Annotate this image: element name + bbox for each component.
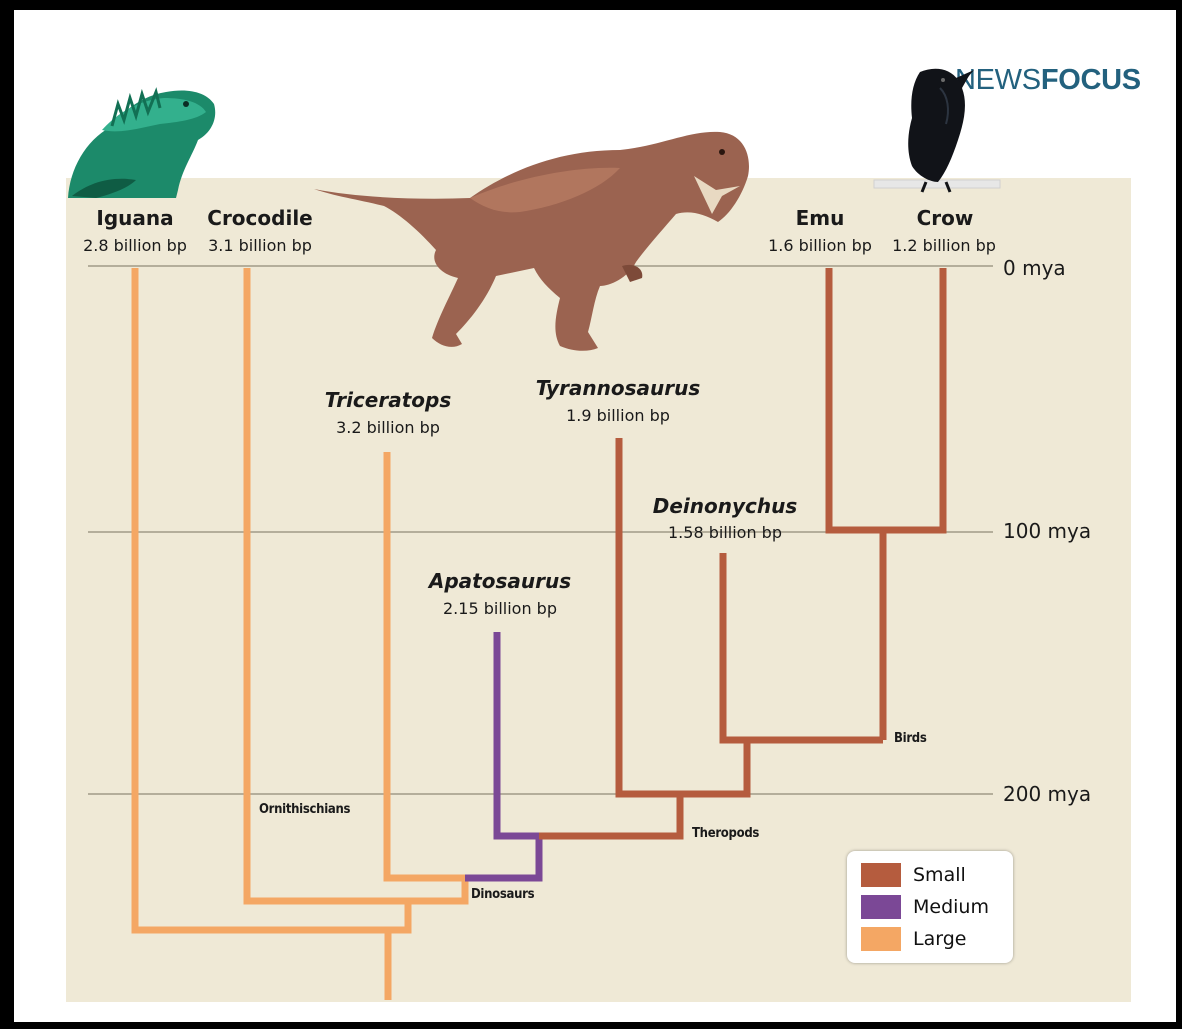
clade-theropods: Theropods: [692, 826, 759, 841]
taxon-genome-triceratops: 3.2 billion bp: [318, 418, 458, 437]
crow-illustration: [874, 69, 1000, 192]
legend-item-large: Large: [861, 927, 966, 951]
taxon-name-deinonychus: Deinonychus: [645, 494, 805, 518]
tyrannosaurus-illustration: [314, 132, 749, 351]
taxon-name-triceratops: Triceratops: [318, 388, 458, 412]
time-label-200: 200 mya: [1003, 782, 1091, 806]
taxon-name-apatosaurus: Apatosaurus: [420, 569, 580, 593]
small-branches: [539, 268, 943, 836]
branch-apatosaurus: [465, 632, 539, 878]
legend-swatch-large: [861, 927, 901, 951]
size-legend: Small Medium Large: [847, 851, 1013, 963]
iguana-illustration: [68, 91, 215, 199]
branch-emu-crow: [829, 268, 943, 530]
taxon-name-crow: Crow: [905, 206, 985, 230]
legend-swatch-small: [861, 863, 901, 887]
legend-item-medium: Medium: [861, 895, 989, 919]
time-label-0: 0 mya: [1003, 256, 1066, 280]
taxon-genome-crow: 1.2 billion bp: [880, 236, 1008, 255]
taxon-genome-tyrannosaurus: 1.9 billion bp: [543, 406, 693, 425]
taxon-genome-crocodile: 3.1 billion bp: [195, 236, 325, 255]
branch-triceratops: [387, 452, 465, 878]
clade-ornithischians: Ornithischians: [259, 802, 350, 817]
legend-item-small: Small: [861, 863, 966, 887]
clade-birds: Birds: [894, 731, 927, 746]
taxon-genome-iguana: 2.8 billion bp: [70, 236, 200, 255]
clade-dinosaurs: Dinosaurs: [471, 887, 534, 902]
branch-deinonychus: [723, 553, 883, 740]
legend-label-large: Large: [913, 928, 966, 950]
branch-theropods: [539, 794, 680, 836]
large-branches: [135, 268, 465, 1000]
taxon-genome-deinonychus: 1.58 billion bp: [650, 523, 800, 542]
taxon-name-iguana: Iguana: [95, 206, 175, 230]
taxon-name-tyrannosaurus: Tyrannosaurus: [528, 376, 708, 400]
taxon-genome-apatosaurus: 2.15 billion bp: [425, 599, 575, 618]
legend-label-small: Small: [913, 864, 966, 886]
legend-swatch-medium: [861, 895, 901, 919]
branch-iguana: [135, 268, 408, 930]
taxon-name-crocodile: Crocodile: [200, 206, 320, 230]
time-label-100: 100 mya: [1003, 519, 1091, 543]
taxon-name-emu: Emu: [780, 206, 860, 230]
medium-branches: [465, 632, 539, 878]
taxon-genome-emu: 1.6 billion bp: [757, 236, 883, 255]
legend-label-medium: Medium: [913, 896, 989, 918]
